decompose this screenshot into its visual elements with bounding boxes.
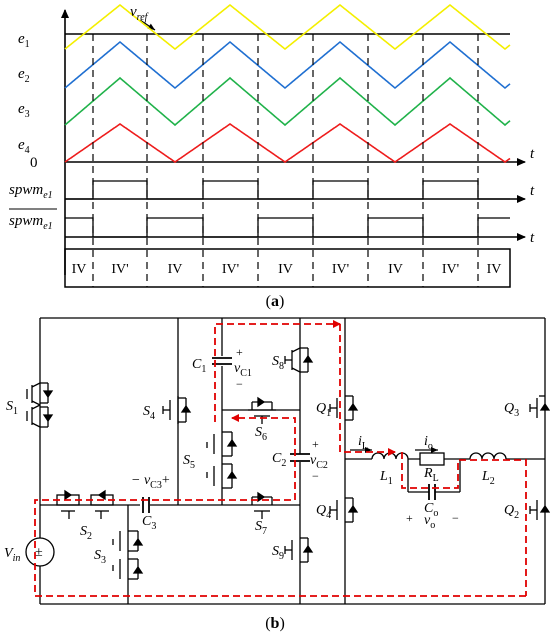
label-vc2: vC2 bbox=[310, 453, 328, 471]
label-vo: vo bbox=[424, 513, 435, 531]
label-q1: Q1 bbox=[316, 401, 331, 419]
caption-a: (a) bbox=[266, 293, 285, 310]
label-vc1: vC1 bbox=[234, 361, 252, 379]
carrier-wave-1 bbox=[64, 3, 511, 51]
label-c2: C2 bbox=[272, 451, 286, 469]
vin-source bbox=[25, 537, 55, 567]
spwm-e1-label: spwme1 bbox=[9, 182, 53, 201]
panel-a-timing-diagram: IV IV' IV IV' IV IV' IV IV' IV e1 e2 e3 e4 0 spw… bbox=[9, 3, 535, 310]
carrier-waves bbox=[64, 3, 511, 163]
mode-cell-label: IV bbox=[388, 262, 403, 277]
c2-minus: − bbox=[312, 469, 319, 483]
label-s2: S2 bbox=[80, 524, 92, 542]
panel-b-circuit: ± bbox=[25, 317, 550, 605]
mode-cell-label: IV' bbox=[332, 262, 349, 277]
label-c1: C1 bbox=[192, 357, 206, 375]
label-rl: RL bbox=[423, 466, 439, 484]
switch-q1 bbox=[329, 395, 359, 421]
spwm-bar-e1-label: spwme1 bbox=[9, 213, 53, 232]
switch-s9 bbox=[284, 537, 314, 563]
inductor-l2 bbox=[469, 452, 507, 460]
label-l2: L2 bbox=[481, 469, 495, 487]
label-io: io bbox=[424, 434, 433, 452]
switch-s7 bbox=[251, 491, 273, 519]
label-s4: S4 bbox=[143, 404, 155, 422]
carrier-wave-3 bbox=[64, 76, 511, 127]
carrier-label-e3: e3 bbox=[18, 101, 30, 120]
switch-s1 bbox=[26, 370, 54, 440]
vref-label: vref bbox=[130, 4, 149, 23]
crossing-dashed-lines bbox=[92, 34, 479, 287]
label-co: Co bbox=[424, 501, 438, 519]
c1-minus: − bbox=[236, 377, 243, 391]
mode-cell-label: IV bbox=[278, 262, 293, 277]
mode-cell-label: IV bbox=[168, 262, 183, 277]
c1-plus: + bbox=[236, 345, 243, 359]
vref-pointer-arrow bbox=[139, 19, 156, 31]
spwm-bar-e1-waveform bbox=[65, 217, 510, 238]
mode-cell-label: IV' bbox=[111, 262, 128, 277]
carrier-label-e1: e1 bbox=[18, 31, 30, 50]
switch-s6 bbox=[248, 396, 276, 424]
current-path-overlay bbox=[34, 320, 527, 597]
zero-label: 0 bbox=[30, 155, 38, 171]
vo-minus: − bbox=[452, 511, 459, 525]
label-l1: L1 bbox=[379, 469, 393, 487]
label-s8: S8 bbox=[272, 354, 284, 372]
c2-plus: + bbox=[312, 437, 319, 451]
mode-cells: IV IV' IV IV' IV IV' IV IV' IV bbox=[72, 262, 502, 277]
label-q2: Q2 bbox=[504, 503, 519, 521]
label-s5: S5 bbox=[183, 453, 195, 471]
label-il: iL bbox=[358, 434, 368, 452]
label-s9: S9 bbox=[272, 544, 284, 562]
label-s3: S3 bbox=[94, 548, 106, 566]
label-vin: Vin bbox=[4, 546, 20, 564]
caption-b: (b) bbox=[265, 615, 285, 632]
resistor-rl bbox=[419, 452, 445, 466]
carrier-wave-2 bbox=[64, 40, 511, 90]
label-s1: S1 bbox=[6, 399, 18, 417]
current-path-load bbox=[401, 452, 527, 596]
label-vc3: − vC3+ bbox=[131, 473, 170, 491]
switch-q3 bbox=[529, 395, 550, 418]
label-q4: Q4 bbox=[316, 503, 331, 521]
current-path-top bbox=[214, 320, 341, 422]
vin-plus-minus: ± bbox=[35, 545, 43, 560]
mode-cell-label: IV bbox=[72, 262, 87, 277]
mode-cell-label: IV' bbox=[442, 262, 459, 277]
label-q3: Q3 bbox=[504, 401, 519, 419]
carrier-wave-4 bbox=[64, 123, 511, 163]
mode-cell-label: IV' bbox=[222, 262, 239, 277]
switch-q2 bbox=[529, 500, 550, 520]
switch-s4 bbox=[162, 396, 192, 424]
spwm-e1-waveform bbox=[65, 180, 510, 200]
label-c3: C3 bbox=[142, 514, 156, 532]
circuit-labels: S1 S4 S5 S6 S7 S8 S9 S2 S3 Q1 Q4 Q3 Q2 C… bbox=[4, 345, 519, 566]
switch-q4 bbox=[329, 497, 359, 523]
vo-plus: + bbox=[406, 511, 413, 525]
label-s7: S7 bbox=[255, 519, 267, 537]
t-label-3: t bbox=[530, 230, 535, 246]
current-path-return bbox=[34, 414, 526, 597]
t-label-1: t bbox=[530, 146, 535, 162]
carrier-label-e2: e2 bbox=[18, 66, 30, 85]
switch-s5 bbox=[206, 430, 238, 490]
mode-table bbox=[64, 248, 511, 288]
carrier-label-e4: e4 bbox=[18, 137, 30, 156]
label-s6: S6 bbox=[255, 425, 267, 443]
switch-s3 bbox=[112, 528, 144, 582]
mode-cell-label: IV bbox=[487, 262, 502, 277]
current-path-right bbox=[339, 324, 396, 456]
switch-s8 bbox=[284, 342, 314, 378]
t-label-2: t bbox=[530, 183, 535, 199]
